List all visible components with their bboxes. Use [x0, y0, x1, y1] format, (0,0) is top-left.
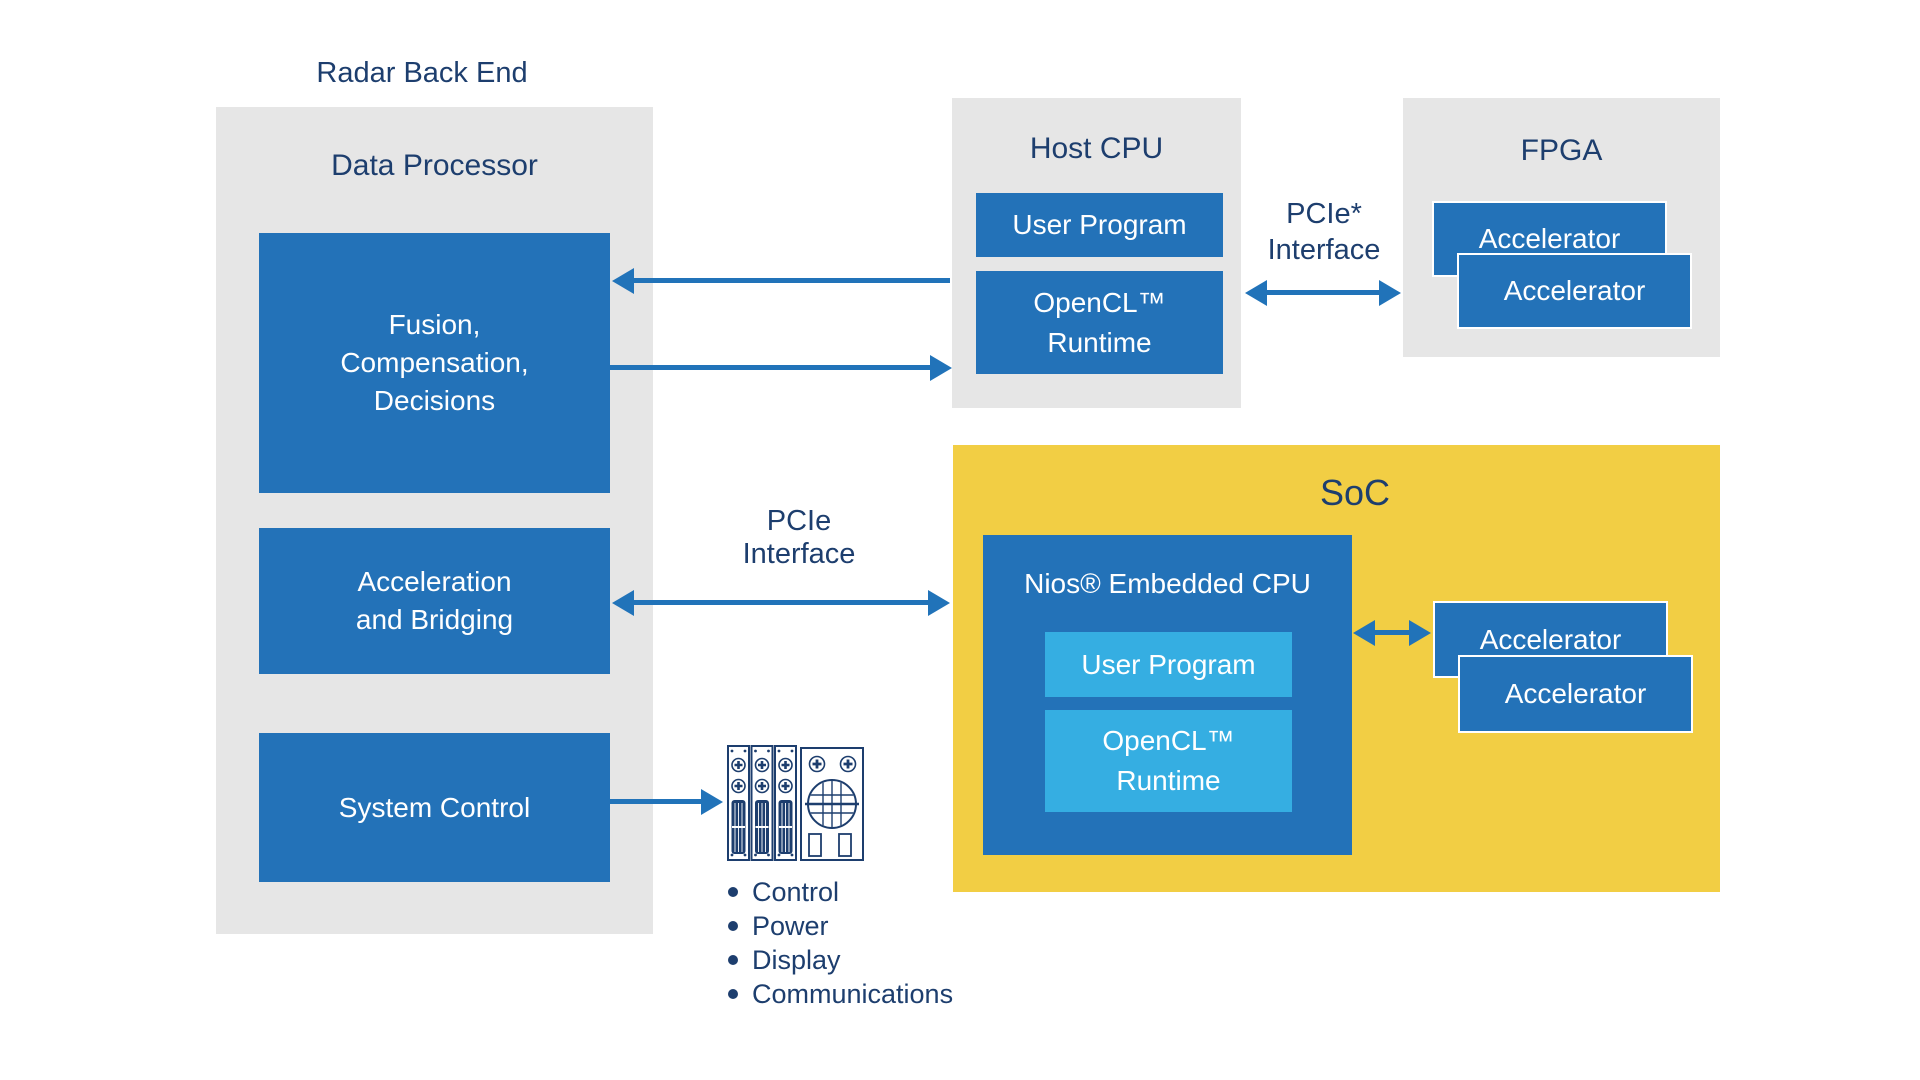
fpga-accelerator-label: Accelerator: [1478, 223, 1621, 254]
data-processor-label: Data Processor: [331, 149, 538, 182]
pcie-line: Interface: [742, 538, 856, 570]
arrow-line: [631, 600, 931, 605]
list-item-label: Display: [752, 944, 841, 975]
arrowhead-right-icon: [930, 355, 952, 381]
bullet-icon: [728, 955, 738, 965]
pcie-star-line: Interface: [1267, 234, 1381, 266]
pcie-star-interface-label: PCIe* Interface: [1268, 196, 1381, 268]
arrowhead-right-icon: [1409, 620, 1431, 646]
soc-accelerator-label: Accelerator: [1479, 623, 1622, 655]
arrow-line: [631, 278, 950, 283]
arrowhead-left-icon: [612, 268, 634, 294]
arrowhead-right-icon: [701, 789, 723, 815]
system-io-list: Control Power Display Communications: [728, 875, 953, 1011]
list-item-label: Control: [752, 876, 840, 907]
acceleration-bridging-box: Acceleration and Bridging: [259, 528, 610, 674]
host-cpu-label: Host CPU: [1029, 132, 1164, 165]
fpga-accelerator-box-2: Accelerator: [1457, 253, 1692, 329]
backend-equipment-icon: [727, 742, 865, 869]
fusion-box-line: Compensation,: [340, 347, 529, 378]
soc-opencl-runtime-box: OpenCL™ Runtime: [1045, 710, 1292, 812]
fpga-panel: FPGA Accelerator Accelerator: [1403, 98, 1720, 357]
arrowhead-right-icon: [928, 590, 950, 616]
host-user-program-box: User Program: [976, 193, 1223, 257]
arrow-hostcpu-to-fusion: [612, 268, 950, 294]
acceleration-box-line: and Bridging: [355, 604, 514, 635]
soc-label: SoC: [1319, 472, 1390, 513]
system-control-label: System Control: [338, 791, 531, 823]
fusion-compensation-decisions-box: Fusion, Compensation, Decisions: [259, 233, 610, 493]
arrow-line: [1372, 630, 1412, 635]
list-item: Communications: [728, 977, 953, 1011]
arrow-line: [610, 799, 704, 804]
soc-user-program-box: User Program: [1045, 632, 1292, 697]
arrowhead-left-icon: [1353, 620, 1375, 646]
list-item: Control: [728, 875, 953, 909]
arrow-systemcontrol-to-equipment: [610, 789, 723, 815]
soc-accelerator-box-2: Accelerator: [1458, 655, 1693, 733]
soc-panel: SoC Nios® Embedded CPU User Program Open…: [953, 445, 1720, 892]
pcie-star-line: PCIe*: [1286, 198, 1362, 230]
host-opencl-line: OpenCL™: [1033, 286, 1166, 318]
bullet-icon: [728, 887, 738, 897]
diagram-title: Radar Back End: [316, 57, 528, 89]
soc-accelerator-label: Accelerator: [1504, 678, 1647, 709]
arrow-nios-accelerators: [1353, 620, 1431, 646]
arrow-dataprocessor-soc: [612, 590, 950, 616]
arrowhead-right-icon: [1379, 280, 1401, 306]
fusion-box-line: Fusion,: [388, 309, 481, 340]
host-user-program-label: User Program: [1012, 209, 1187, 240]
list-item-label: Communications: [752, 978, 954, 1009]
pcie-line: PCIe: [766, 505, 832, 537]
pcie-interface-label: PCIe Interface: [743, 505, 856, 571]
list-item: Display: [728, 943, 953, 977]
nios-embedded-cpu-label: Nios® Embedded CPU: [1024, 568, 1311, 599]
host-opencl-runtime-box: OpenCL™ Runtime: [976, 271, 1223, 374]
fpga-accelerator-label: Accelerator: [1503, 275, 1646, 306]
acceleration-box-line: Acceleration: [357, 566, 512, 597]
soc-user-program-label: User Program: [1081, 648, 1256, 680]
host-opencl-line: Runtime: [1047, 326, 1152, 358]
arrow-fusion-to-hostcpu: [610, 355, 952, 381]
data-processor-panel: Data Processor Fusion, Compensation, Dec…: [216, 107, 653, 934]
soc-opencl-line: Runtime: [1116, 765, 1221, 796]
list-item-label: Power: [752, 910, 829, 941]
arrow-line: [1264, 290, 1382, 295]
arrowhead-left-icon: [612, 590, 634, 616]
arrow-line: [610, 365, 933, 370]
nios-embedded-cpu-box: Nios® Embedded CPU User Program OpenCL™ …: [983, 535, 1352, 855]
arrow-hostcpu-fpga: [1245, 280, 1401, 306]
bullet-icon: [728, 989, 738, 999]
fusion-box-line: Decisions: [373, 385, 496, 416]
fpga-label: FPGA: [1520, 134, 1603, 167]
system-control-box: System Control: [259, 733, 610, 882]
arrowhead-left-icon: [1245, 280, 1267, 306]
soc-opencl-line: OpenCL™: [1102, 725, 1235, 756]
bullet-icon: [728, 921, 738, 931]
list-item: Power: [728, 909, 953, 943]
host-cpu-panel: Host CPU User Program OpenCL™ Runtime: [952, 98, 1241, 408]
